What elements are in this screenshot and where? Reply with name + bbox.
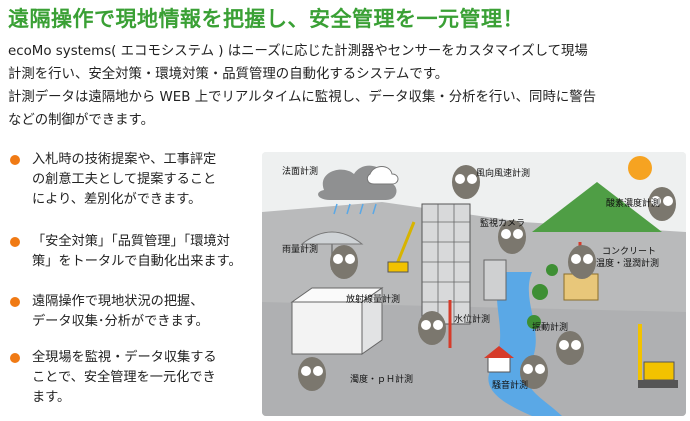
feature-item: 全現場を監視・データ収集する ことで、安全管理を一元化でき ます。: [10, 348, 260, 408]
label-concrete-1: コンクリート: [602, 246, 656, 257]
label-noise: 騒音計測: [492, 379, 528, 391]
tree-icon: [527, 264, 558, 329]
label-wind: 風向風速計測: [476, 167, 530, 179]
feature-line: 遠隔操作で現地状況の把握、: [32, 294, 204, 309]
intro-text: ecoMo systems( エコモシステム ) はニーズに応じた計測器やセンサ…: [8, 40, 688, 132]
label-radiation: 放射線量計測: [346, 293, 400, 305]
feature-line: ます。: [32, 390, 71, 405]
mountain-shape: [532, 182, 662, 232]
intro-line: 計測データは遠隔地から WEB 上でリアルタイムに監視し、データ収集・分析を行い…: [8, 90, 597, 105]
scaffold-building: [421, 203, 471, 325]
rain-icon: [333, 203, 377, 215]
intro-line: ecoMo systems( エコモシステム ) はニーズに応じた計測器やセンサ…: [8, 44, 588, 59]
sun-icon: [628, 156, 652, 180]
feature-line: データ収集･分析ができます。: [32, 314, 209, 329]
bullet-dot-icon: [10, 155, 20, 165]
feature-item: 遠隔操作で現地状況の把握、 データ収集･分析ができます。: [10, 292, 260, 332]
label-turbidity: 濁度・ｐＨ計測: [350, 373, 413, 385]
label-water-level: 水位計測: [454, 313, 490, 325]
feature-item: 入札時の技術提案や、工事評定 の創意工夫として提案すること により、差別化ができ…: [10, 150, 260, 210]
feature-line: ことで、安全管理を一元化でき: [32, 370, 216, 385]
bullet-dot-icon: [10, 353, 20, 363]
cube-structure: [290, 287, 384, 355]
site-scene-svg: 法面計測 風向風速計測 酸素濃度計測 監視カメラ 雨量計測 コンクリート 温度・…: [262, 152, 686, 416]
site-illustration: 法面計測 風向風速計測 酸素濃度計測 監視カメラ 雨量計測 コンクリート 温度・…: [262, 152, 686, 416]
label-concrete-2: 温度・湿潤計測: [596, 257, 659, 269]
excavator-icon: [638, 324, 678, 388]
feature-line: 「安全対策」「品質管理」「環境対: [32, 234, 230, 249]
label-rain: 雨量計測: [282, 243, 318, 255]
building-icon: [483, 259, 507, 301]
feature-line: 入札時の技術提案や、工事評定: [32, 152, 217, 167]
feature-line: の創意工夫として提案すること: [32, 172, 217, 187]
owl-mascot-icon: [298, 165, 676, 391]
umbrella-icon: [300, 231, 364, 245]
river-shape: [488, 272, 562, 416]
intro-line: 計測を行い、安全対策・環境対策・品質管理の自動化するシステムです。: [8, 67, 449, 82]
crane-icon: [395, 221, 416, 265]
bullet-dot-icon: [10, 297, 20, 307]
page-headline: 遠隔操作で現地情報を把握し、安全管理を一元管理！: [8, 7, 524, 31]
feature-line: により、差別化ができます。: [32, 192, 202, 207]
label-camera: 監視カメラ: [480, 217, 525, 229]
label-vibration: 振動計測: [532, 321, 568, 333]
label-slope: 法面計測: [282, 165, 318, 177]
bullet-dot-icon: [10, 237, 20, 247]
feature-line: 策」をトータルで自動化出来ます。: [32, 254, 242, 269]
feature-line: 全現場を監視・データ収集する: [32, 350, 217, 365]
feature-item: 「安全対策」「品質管理」「環境対 策」をトータルで自動化出来ます。: [10, 232, 260, 272]
label-oxygen: 酸素濃度計測: [606, 197, 660, 209]
house-icon: [484, 346, 514, 373]
intro-line: などの制御ができます。: [8, 113, 154, 128]
